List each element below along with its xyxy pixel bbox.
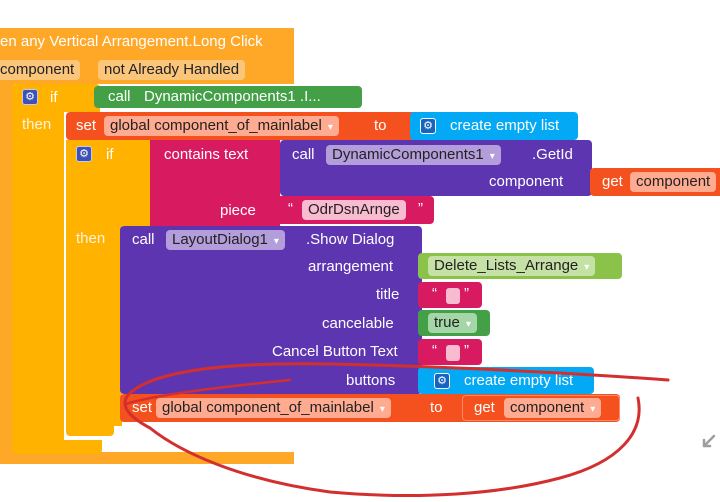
event-param-component[interactable]: component — [0, 60, 81, 80]
gear-icon[interactable]: ⚙ — [22, 89, 38, 105]
title-empty-text[interactable] — [446, 288, 460, 304]
open-quote-icon: “ — [432, 342, 437, 359]
getid-method: .GetId — [532, 146, 573, 163]
set-variable-name: global component_of_mainlabel — [110, 117, 322, 134]
arrangement-value: Delete_Lists_Arrange — [434, 257, 579, 274]
dropdown-arrow-icon: ▾ — [590, 404, 596, 415]
contains-text-label: contains text — [164, 146, 249, 163]
contains-text-block[interactable] — [150, 140, 280, 226]
set2-to-label: to — [430, 399, 443, 416]
call-dynamiccomponents-block[interactable] — [94, 86, 362, 108]
cancelable-label: cancelable — [322, 315, 394, 332]
close-quote-icon: ” — [464, 342, 469, 359]
event-block-body-left — [0, 84, 14, 454]
arrangement-label: arrangement — [308, 258, 394, 275]
gear-icon[interactable]: ⚙ — [434, 373, 450, 389]
expand-arrow-icon[interactable] — [700, 430, 720, 450]
close-quote-icon: ” — [418, 200, 423, 217]
outer-if-label: if — [50, 89, 58, 106]
gear-icon[interactable]: ⚙ — [76, 146, 92, 162]
getid-call-label: call — [292, 146, 315, 163]
outer-then-label: then — [22, 116, 52, 133]
layoutdialog-name: LayoutDialog1 — [172, 231, 268, 248]
inner-if-body — [66, 226, 122, 426]
inner-then-label: then — [76, 230, 106, 247]
title-label: title — [376, 286, 400, 303]
get2-label: get — [474, 399, 495, 416]
set-variable-dropdown[interactable]: global component_of_mainlabel ▾ — [104, 116, 339, 136]
getid-component-name: DynamicComponents1 — [332, 146, 484, 163]
get-label: get — [602, 173, 623, 190]
get2-component-value: component — [510, 399, 585, 416]
open-quote-icon: “ — [432, 285, 437, 302]
event-param-not-already-handled[interactable]: not Already Handled — [98, 60, 246, 80]
dropdown-arrow-icon: ▾ — [327, 122, 333, 133]
dropdown-arrow-icon: ▾ — [465, 319, 471, 330]
event-header: en any Vertical Arrangement.Long Click — [0, 33, 263, 50]
dropdown-arrow-icon: ▾ — [379, 404, 385, 415]
buttons-create-empty-list-label: create empty list — [464, 372, 574, 389]
set2-variable-name: global component_of_mainlabel — [162, 399, 374, 416]
call-target: DynamicComponents1 .I... — [144, 88, 321, 105]
cancel-button-text-label: Cancel Button Text — [272, 343, 398, 360]
open-quote-icon: “ — [288, 200, 293, 217]
getid-component-arg: component — [489, 173, 564, 190]
dropdown-arrow-icon: ▾ — [489, 151, 495, 162]
set-label: set — [76, 117, 97, 134]
gear-icon[interactable]: ⚙ — [420, 118, 436, 134]
get-component-dropdown[interactable]: component — [630, 172, 717, 192]
get2-component-dropdown[interactable]: component ▾ — [504, 398, 602, 418]
set-to-label: to — [374, 117, 387, 134]
buttons-label: buttons — [346, 372, 396, 389]
set2-variable-dropdown[interactable]: global component_of_mainlabel ▾ — [156, 398, 391, 418]
piece-value[interactable]: OdrDsnArnge — [302, 200, 406, 220]
show-dialog-method: .Show Dialog — [306, 231, 395, 248]
getid-component-dropdown[interactable]: DynamicComponents1 ▾ — [326, 145, 501, 165]
inner-if-label: if — [106, 146, 114, 163]
cancelable-dropdown[interactable]: true ▾ — [428, 313, 477, 333]
cancelable-value: true — [434, 314, 460, 331]
call-label: call — [108, 88, 131, 105]
show-dialog-call-label: call — [132, 231, 155, 248]
inner-if-bottom — [66, 424, 114, 436]
layoutdialog-dropdown[interactable]: LayoutDialog1 ▾ — [166, 230, 285, 250]
cancel-empty-text[interactable] — [446, 345, 460, 361]
dropdown-arrow-icon: ▾ — [584, 262, 590, 273]
event-block-bottom — [0, 452, 294, 464]
close-quote-icon: ” — [464, 285, 469, 302]
create-empty-list-block[interactable] — [410, 112, 578, 140]
outer-if-bottom — [12, 440, 102, 454]
outer-if-body — [12, 112, 64, 442]
set2-label: set — [132, 399, 153, 416]
create-empty-list-label: create empty list — [450, 117, 560, 134]
piece-label: piece — [220, 202, 256, 219]
dropdown-arrow-icon: ▾ — [273, 236, 279, 247]
arrangement-dropdown[interactable]: Delete_Lists_Arrange ▾ — [428, 256, 596, 276]
